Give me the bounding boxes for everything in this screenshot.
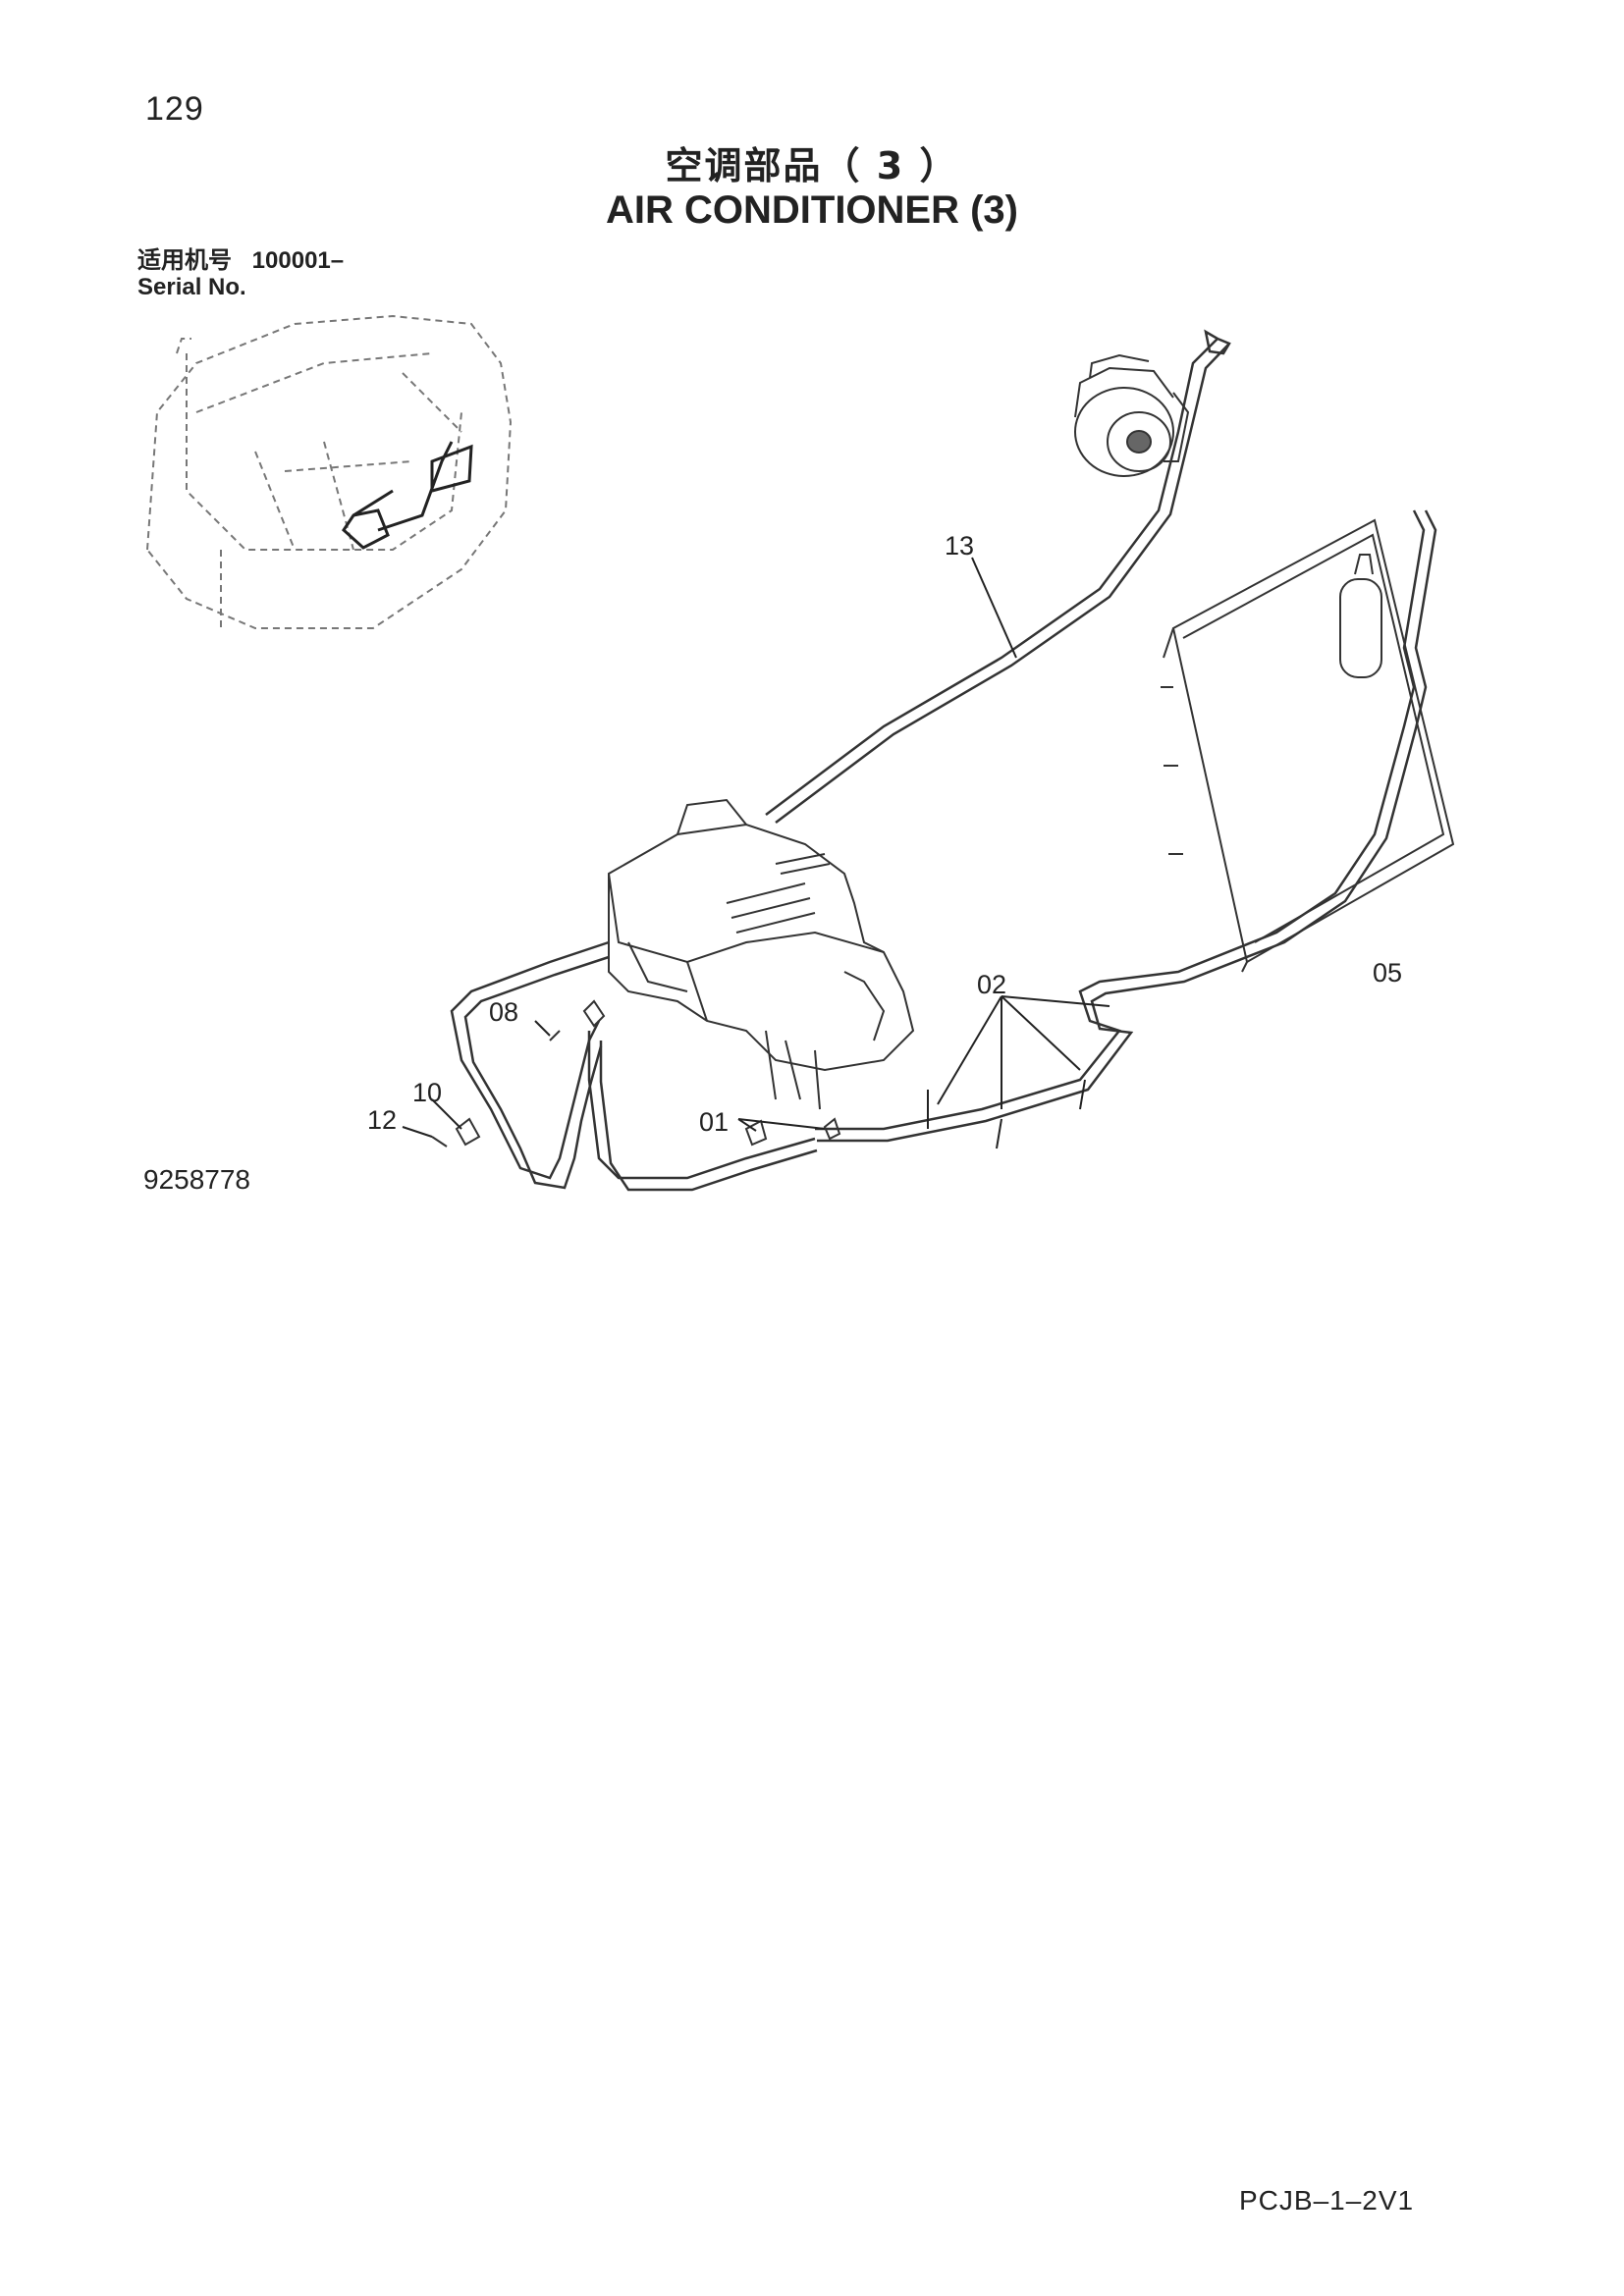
leader-lines	[402, 557, 1110, 1149]
compressor	[1074, 353, 1190, 477]
serial-block: 适用机号 100001– Serial No.	[137, 247, 357, 300]
bolt-12	[431, 1136, 448, 1148]
callout-08: 08	[489, 997, 518, 1027]
footer-code: PCJB–1–2V1	[1239, 2185, 1415, 2216]
condenser	[1161, 518, 1455, 973]
callout-13: 13	[945, 531, 974, 561]
clamp-01	[744, 1117, 841, 1147]
page-number: 129	[145, 90, 204, 128]
hvac-unit	[608, 798, 915, 1110]
hose-13	[765, 329, 1231, 824]
callout-10: 10	[412, 1078, 442, 1107]
hose-lower	[450, 940, 818, 1192]
callout-12: 12	[367, 1105, 397, 1135]
clamp-10	[455, 1117, 481, 1147]
serial-label-english: Serial No.	[137, 274, 246, 300]
drawing-id: 9258778	[143, 1164, 251, 1195]
receiver-drier	[1339, 554, 1382, 678]
page-title-english: AIR CONDITIONER (3)	[606, 188, 1018, 232]
serial-label-chinese: 适用机号	[137, 247, 232, 274]
callout-02: 02	[977, 970, 1006, 999]
clamp-08	[549, 999, 606, 1041]
serial-number: 100001–	[251, 247, 345, 274]
machine-locator-illustration	[145, 314, 513, 629]
page-title-chinese: 空调部品（ 3 ）	[665, 144, 959, 187]
callout-01: 01	[699, 1107, 729, 1137]
hose-05	[815, 509, 1437, 1143]
locator-highlight	[342, 441, 473, 550]
callout-05: 05	[1373, 958, 1402, 988]
